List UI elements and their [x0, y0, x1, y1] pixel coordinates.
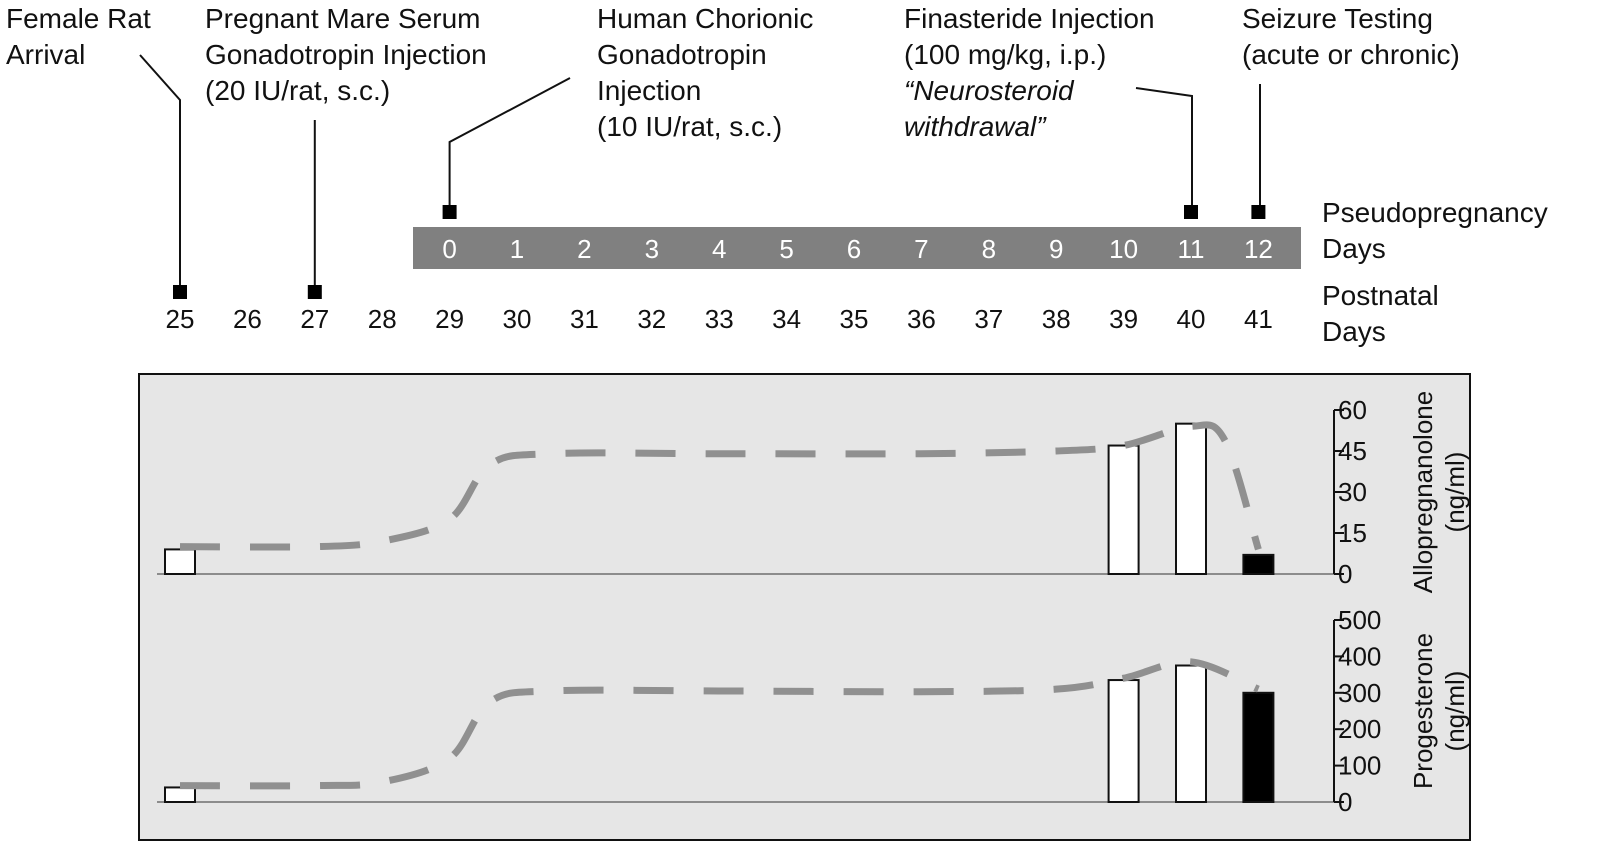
- event-label: Finasteride Injection (100 mg/kg, i.p.) “N…: [904, 3, 1155, 142]
- event-marker: [1251, 205, 1266, 219]
- hormone-bar: [1242, 691, 1275, 803]
- hormone-bar: [1107, 444, 1140, 575]
- event-label-line: Injection: [597, 75, 701, 106]
- postnatal-label: Postnatal Days: [1322, 280, 1447, 347]
- postnatal-day-number: 35: [840, 304, 869, 334]
- event-label-line: Human Chorionic: [597, 3, 813, 34]
- event-marker: [1184, 205, 1198, 219]
- pseudopregnancy-day-number: 4: [712, 234, 726, 264]
- event-marker: [442, 205, 457, 219]
- y-tick-label: 60: [1338, 395, 1367, 425]
- y-tick-label: 400: [1338, 641, 1381, 671]
- postnatal-day-number: 26: [233, 304, 262, 334]
- postnatal-day-number: 31: [570, 304, 599, 334]
- postnatal-day-number: 29: [435, 304, 464, 334]
- postnatal-day-number: 39: [1109, 304, 1138, 334]
- pseudopregnancy-label: Pseudopregnancy Days: [1322, 197, 1556, 264]
- event-label-line: Pregnant Mare Serum: [205, 3, 480, 34]
- y-axis-title: Allopregnanolone(ng/ml): [1408, 391, 1470, 593]
- postnatal-day-number: 38: [1042, 304, 1071, 334]
- postnatal-day-number: 28: [368, 304, 397, 334]
- event-leader-line: [1135, 87, 1193, 210]
- y-axis-title-line: Allopregnanolone: [1408, 391, 1438, 593]
- pseudopregnancy-day-number: 10: [1109, 234, 1138, 264]
- hormone-bar: [1175, 664, 1207, 803]
- hormone-bar: [164, 786, 196, 804]
- pseudopregnancy-day-number: 5: [779, 234, 793, 264]
- event-label-line: (20 IU/rat, s.c.): [205, 75, 390, 106]
- postnatal-day-number: 33: [705, 304, 734, 334]
- hormone-bar: [1107, 679, 1140, 803]
- event-leader-line: [139, 54, 181, 290]
- event-label-line: (acute or chronic): [1242, 39, 1460, 70]
- pseudopregnancy-day-bar: [413, 227, 1301, 269]
- postnatal-day-number: 34: [772, 304, 801, 334]
- y-tick-label: 30: [1338, 477, 1367, 507]
- y-tick-label: 15: [1338, 518, 1367, 548]
- postnatal-day-number: 32: [637, 304, 666, 334]
- y-axis-title-line: (ng/ml): [1440, 452, 1470, 533]
- y-tick-label: 45: [1338, 436, 1367, 466]
- event-marker: [307, 285, 322, 299]
- y-axis-title: Progesterone(ng/ml): [1408, 633, 1470, 789]
- pseudopregnancy-day-number: 6: [847, 234, 861, 264]
- event-label-line: Arrival: [6, 39, 85, 70]
- event-label-line: (100 mg/kg, i.p.): [904, 39, 1106, 70]
- trend-line: [179, 421, 1262, 551]
- event-label-line: (10 IU/rat, s.c.): [597, 111, 782, 142]
- event-leader-line: [448, 77, 571, 210]
- event-label-line: Female Rat: [6, 3, 151, 34]
- postnatal-day-number: 41: [1244, 304, 1273, 334]
- postnatal-day-numbers: 25 26 27 28 29 30 31 32 33 34 35 36 37 38 39 40 41: [166, 304, 1273, 334]
- postnatal-day-number: 27: [300, 304, 329, 334]
- y-tick-label: 0: [1338, 559, 1352, 589]
- y-tick-label: 300: [1338, 678, 1381, 708]
- pseudopregnancy-day-number: 8: [982, 234, 996, 264]
- y-tick-label: 0: [1338, 787, 1352, 817]
- postnatal-day-number: 30: [503, 304, 532, 334]
- hormone-bar: [164, 548, 196, 576]
- event-label-line: Finasteride Injection: [904, 3, 1155, 34]
- postnatal-day-number: 40: [1177, 304, 1206, 334]
- pseudopregnancy-day-number: 11: [1178, 234, 1205, 264]
- postnatal-day-number: 36: [907, 304, 936, 334]
- hormone-bar: [1175, 422, 1207, 575]
- y-tick-label: 100: [1338, 751, 1381, 781]
- event-label-line: “Neurosteroid: [904, 75, 1075, 106]
- event-label-line: withdrawal”: [904, 111, 1047, 142]
- pseudopregnancy-day-number: 12: [1244, 234, 1273, 264]
- pseudopregnancy-day-number: 0: [442, 234, 456, 264]
- postnatal-day-number: 37: [974, 304, 1003, 334]
- event-label: Seizure Testing (acute or chronic): [1242, 3, 1460, 70]
- event-marker: [173, 285, 187, 299]
- pseudopregnancy-day-number: 2: [577, 234, 591, 264]
- hormone-bar: [1242, 553, 1275, 575]
- trend-line: [179, 658, 1260, 790]
- postnatal-day-number: 25: [166, 304, 195, 334]
- pseudopregnancy-day-number: 1: [510, 234, 524, 264]
- pseudopregnancy-day-number: 7: [914, 234, 928, 264]
- y-tick-label: 200: [1338, 714, 1381, 744]
- allopregnanolone-chart: 0 15 30 45 60 Allopregnanolone(ng/ml): [157, 391, 1470, 593]
- event-label-line: Seizure Testing: [1242, 3, 1433, 34]
- event-label-line: Gonadotropin Injection: [205, 39, 487, 70]
- event-label-line: Gonadotropin: [597, 39, 767, 70]
- pseudopregnancy-day-number: 3: [645, 234, 659, 264]
- y-axis-title-line: (ng/ml): [1440, 671, 1470, 752]
- pseudopregnancy-day-number: 9: [1049, 234, 1063, 264]
- y-tick-label: 500: [1338, 605, 1381, 635]
- y-axis-title-line: Progesterone: [1408, 633, 1438, 789]
